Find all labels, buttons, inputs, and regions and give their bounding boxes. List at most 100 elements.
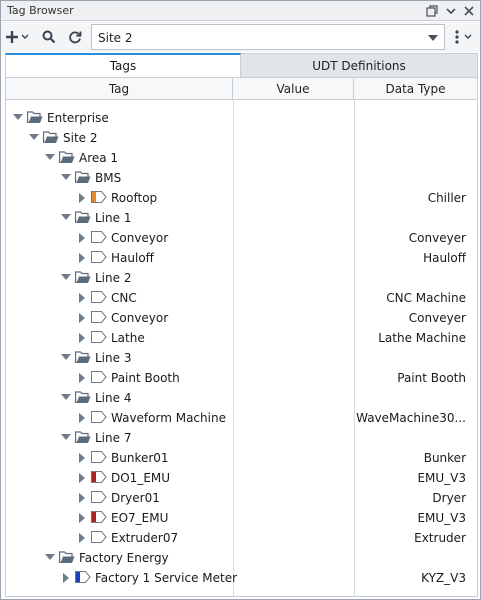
tag-name: Waveform Machine [111, 411, 226, 425]
chevron-down-icon [428, 35, 438, 41]
udt-instance-icon [91, 331, 107, 344]
tag-name: Enterprise [47, 111, 109, 125]
expand-toggle-down-icon[interactable] [45, 154, 55, 160]
udt-instance-icon [75, 571, 91, 584]
tag-name: Factory 1 Service Meter [95, 571, 238, 585]
column-divider [354, 100, 355, 596]
float-window-icon[interactable] [424, 3, 440, 19]
tag-name: Site 2 [63, 131, 98, 145]
tag-name: EO7_EMU [111, 511, 169, 525]
expand-toggle-down-icon[interactable] [61, 394, 71, 400]
folder-icon [74, 271, 91, 284]
tag-data-type: Lathe Machine [378, 331, 466, 345]
expand-toggle-right-icon[interactable] [79, 493, 85, 503]
tag-name: Hauloff [111, 251, 154, 265]
expand-toggle-right-icon[interactable] [79, 453, 85, 463]
close-icon[interactable] [461, 3, 477, 19]
expand-toggle-right-icon[interactable] [79, 293, 85, 303]
search-icon[interactable] [39, 26, 59, 48]
column-divider [233, 100, 234, 596]
refresh-icon[interactable] [65, 26, 85, 48]
folder-icon [58, 151, 75, 164]
expand-toggle-down-icon[interactable] [29, 134, 39, 140]
expand-toggle-right-icon[interactable] [79, 513, 85, 523]
expand-toggle-right-icon[interactable] [79, 373, 85, 383]
site-provider-select[interactable]: Site 2 [91, 24, 445, 50]
add-tag-button[interactable] [5, 26, 31, 48]
tag-data-type: Bunker [423, 451, 466, 465]
expand-toggle-right-icon[interactable] [79, 193, 85, 203]
tree-folder-row[interactable]: Line 2 [6, 268, 477, 288]
expand-toggle-right-icon[interactable] [79, 333, 85, 343]
expand-toggle-down-icon[interactable] [61, 354, 71, 360]
tree-folder-row[interactable]: Factory Energy [6, 548, 477, 568]
expand-toggle-down-icon[interactable] [61, 214, 71, 220]
tag-name: DO1_EMU [111, 471, 171, 485]
tree-folder-row[interactable]: Site 2 [6, 128, 477, 148]
expand-toggle-down-icon[interactable] [13, 114, 23, 120]
tree-folder-row[interactable]: Line 4 [6, 388, 477, 408]
tree-folder-row[interactable]: Area 1 [6, 148, 477, 168]
udt-instance-icon [91, 231, 107, 244]
expand-toggle-right-icon[interactable] [79, 233, 85, 243]
column-header-value[interactable]: Value [233, 78, 354, 100]
tree-folder-row[interactable]: Line 7 [6, 428, 477, 448]
column-header-tag[interactable]: Tag [6, 78, 233, 100]
udt-instance-icon [91, 311, 107, 324]
expand-toggle-right-icon[interactable] [79, 533, 85, 543]
tree-folder-row[interactable]: BMS [6, 168, 477, 188]
tag-name: Lathe [111, 331, 145, 345]
expand-toggle-down-icon[interactable] [61, 434, 71, 440]
tag-data-type: EMU_V3 [417, 471, 466, 485]
tree-folder-row[interactable]: Line 1 [6, 208, 477, 228]
tree-tag-row[interactable]: Factory 1 Service Meter KYZ_V3 [6, 568, 477, 588]
column-header-data-type[interactable]: Data Type [385, 82, 446, 96]
tree-folder-row[interactable]: Line 3 [6, 348, 477, 368]
folder-icon [74, 351, 91, 364]
folder-icon [26, 111, 43, 124]
tag-data-type: Hauloff [423, 251, 466, 265]
expand-toggle-down-icon[interactable] [61, 174, 71, 180]
expand-toggle-right-icon[interactable] [79, 473, 85, 483]
site-select-value: Site 2 [98, 31, 133, 45]
tag-name: Factory Energy [79, 551, 169, 565]
minimize-icon[interactable] [443, 3, 459, 19]
expand-toggle-down-icon[interactable] [45, 554, 55, 560]
expand-toggle-right-icon[interactable] [79, 413, 85, 423]
folder-icon [74, 391, 91, 404]
folder-icon [74, 431, 91, 444]
udt-instance-icon [91, 411, 107, 424]
tree-tag-row[interactable]: Lathe Lathe Machine [6, 328, 477, 348]
tree-tag-row[interactable]: Hauloff Hauloff [6, 248, 477, 268]
tab-tags[interactable]: Tags [5, 53, 241, 77]
tag-name: Line 7 [95, 431, 132, 445]
expand-toggle-down-icon[interactable] [61, 274, 71, 280]
tab-udt-definitions[interactable]: UDT Definitions [241, 53, 478, 77]
expand-toggle-right-icon[interactable] [79, 313, 85, 323]
more-options-button[interactable] [449, 26, 477, 48]
expand-toggle-right-icon[interactable] [63, 573, 69, 583]
tag-data-type: KYZ_V3 [421, 571, 466, 585]
tree-tag-row[interactable]: DO1_EMU EMU_V3 [6, 468, 477, 488]
folder-icon [74, 211, 91, 224]
expand-toggle-right-icon[interactable] [79, 253, 85, 263]
udt-instance-icon [91, 491, 107, 504]
tree-folder-row[interactable]: Enterprise [6, 108, 477, 128]
tag-data-type: Conveyer [408, 311, 466, 325]
title-bar: Tag Browser [1, 1, 480, 21]
tag-name: Line 3 [95, 351, 132, 365]
tag-data-type: Conveyer [408, 231, 466, 245]
